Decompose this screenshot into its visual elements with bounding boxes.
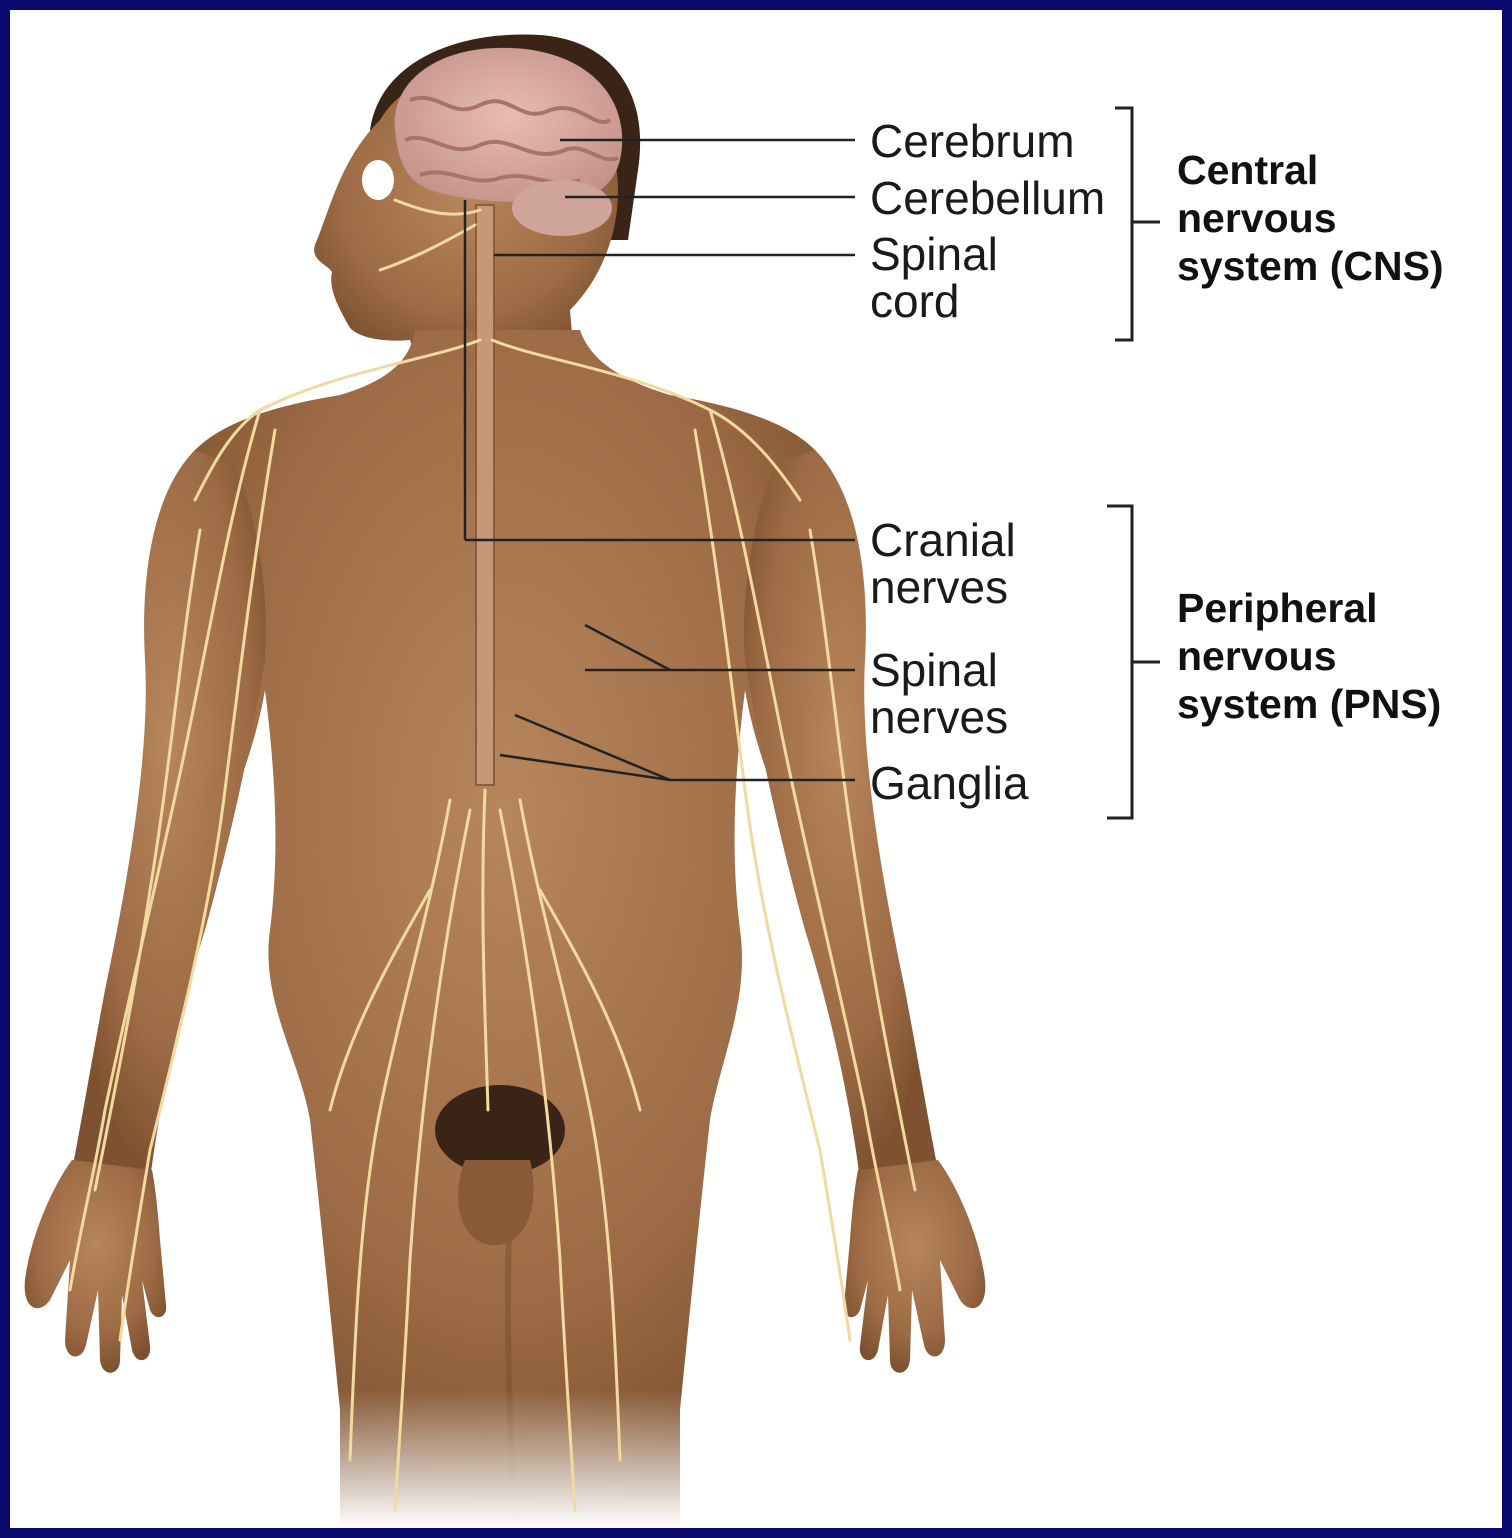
nerve-network: [68, 198, 917, 1512]
label-spinal-nerves-line1: Spinal: [870, 644, 998, 696]
group-pns-line3: system (PNS): [1177, 681, 1442, 727]
label-cerebrum: Cerebrum: [870, 115, 1075, 167]
group-pns-line1: Peripheral: [1177, 585, 1378, 631]
group-cns-line1: Central: [1177, 147, 1319, 193]
label-cranial-nerves-line1: Cranial: [870, 514, 1016, 566]
diagram-frame: Cerebrum Cerebellum Spinal cord Cranial …: [10, 10, 1502, 1528]
spinal-cord-shape: [475, 204, 495, 786]
leader-lines: [463, 138, 855, 782]
label-spinal-nerves-line2: nerves: [870, 691, 1009, 743]
nervous-system-illustration: [10, 34, 1502, 1528]
label-spinal-cord-line2: cord: [870, 275, 960, 327]
brain: [394, 47, 623, 236]
label-spinal-cord-line1: Spinal: [870, 228, 998, 280]
label-ganglia: Ganglia: [870, 757, 1029, 809]
label-cranial-nerves-line2: nerves: [870, 561, 1009, 613]
brackets: [1107, 106, 1160, 820]
body-silhouette: [10, 34, 1502, 1528]
label-cerebellum: Cerebellum: [870, 172, 1106, 224]
group-cns-line2: nervous: [1177, 195, 1337, 241]
group-pns-line2: nervous: [1177, 633, 1337, 679]
group-cns-line3: system (CNS): [1177, 243, 1444, 289]
